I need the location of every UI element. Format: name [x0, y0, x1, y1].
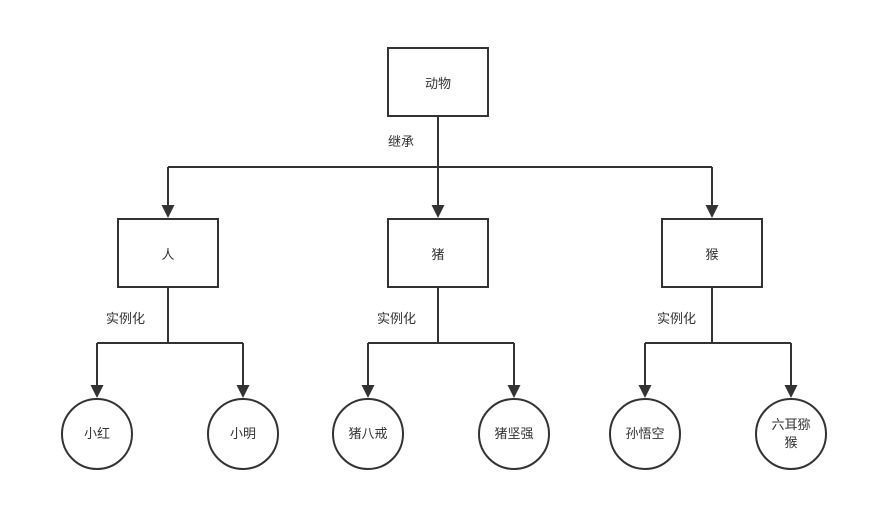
instance-node-xiaoming: 小明	[207, 398, 279, 470]
class-node-human: 人	[117, 218, 219, 288]
arrowheads	[90, 205, 798, 398]
edge-inherit-tree	[167, 117, 713, 207]
instance-node-label: 六耳猕猴	[771, 417, 811, 450]
class-node-monkey: 猴	[661, 218, 763, 288]
edge-label-instantiate-monkey: 实例化	[657, 311, 697, 326]
arrow-to-xiaoming-icon	[236, 385, 250, 398]
class-node-label: 猪	[431, 246, 445, 262]
instance-node-label: 猪八戒	[348, 426, 388, 442]
root-node-label: 动物	[424, 75, 451, 91]
instance-node-label: 孙悟空	[625, 426, 665, 442]
class-node-pig: 猪	[387, 218, 489, 288]
arrow-to-monkey-icon	[705, 205, 719, 218]
instance-node-zhubajie: 猪八戒	[332, 398, 404, 470]
edge-instantiate-monkey	[644, 288, 792, 387]
instance-node-zhujianqiang: 猪坚强	[478, 398, 550, 470]
class-node-label: 人	[161, 246, 175, 262]
edge-label-inherit: 继承	[388, 134, 415, 149]
edge-label-instantiate-human: 实例化	[106, 311, 146, 326]
class-node-label: 猴	[705, 246, 719, 262]
edge-instantiate-human	[96, 288, 244, 387]
instance-node-sunwukong: 孙悟空	[609, 398, 681, 470]
instance-node-label: 猪坚强	[494, 426, 534, 442]
instance-node-label: 小明	[229, 426, 256, 442]
arrow-to-liuermihou-icon	[784, 385, 798, 398]
instance-node-xiaohong: 小红	[61, 398, 133, 470]
edge-label-instantiate-pig: 实例化	[377, 311, 417, 326]
instance-node-liuermihou: 六耳猕猴	[755, 398, 827, 470]
arrow-to-xiaohong-icon	[90, 385, 104, 398]
arrow-to-human-icon	[161, 205, 175, 218]
arrow-to-zhubajie-icon	[361, 385, 375, 398]
arrow-to-sunwukong-icon	[638, 385, 652, 398]
arrow-to-pig-icon	[431, 205, 445, 218]
instance-node-label: 小红	[83, 426, 110, 442]
edge-instantiate-pig	[367, 288, 515, 387]
root-node-animal: 动物	[387, 47, 489, 117]
arrow-to-zhujianqiang-icon	[507, 385, 521, 398]
